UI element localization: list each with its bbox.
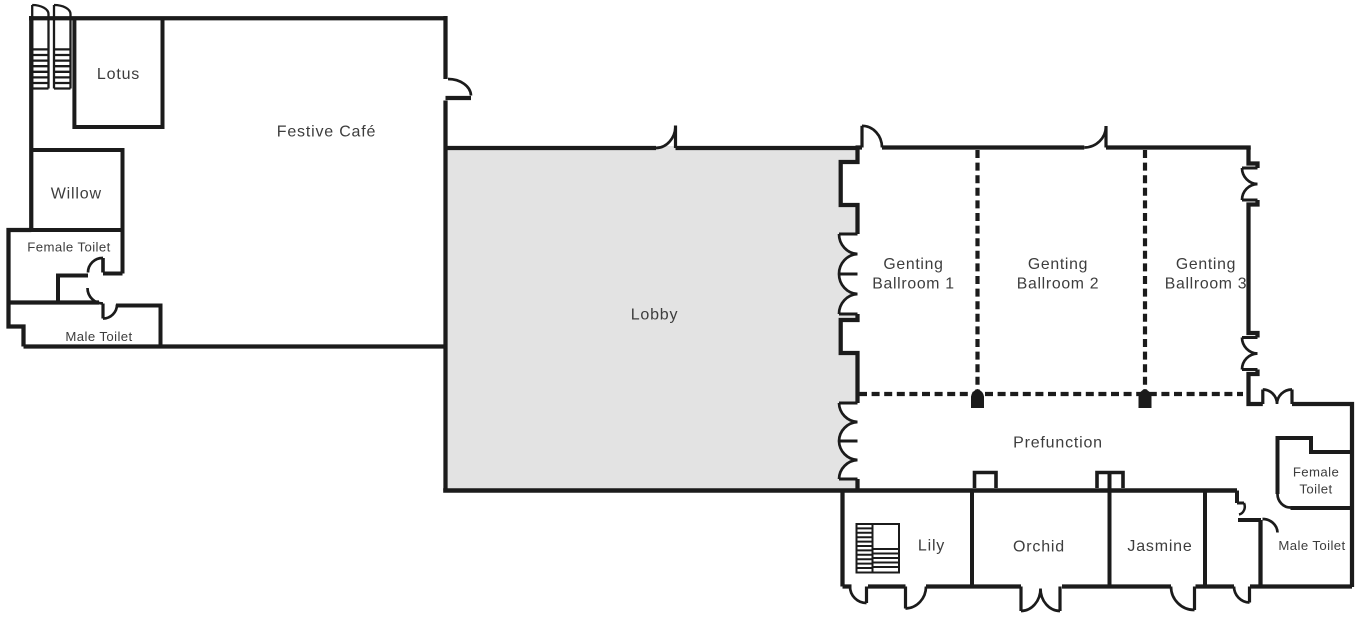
svg-text:Ballroom 2: Ballroom 2 <box>1017 276 1100 293</box>
svg-text:Lotus: Lotus <box>97 66 140 83</box>
svg-text:Female: Female <box>1293 465 1339 480</box>
svg-text:Genting: Genting <box>1028 256 1088 273</box>
svg-text:Genting: Genting <box>1176 256 1236 273</box>
svg-text:Jasmine: Jasmine <box>1127 538 1192 555</box>
svg-text:Festive Café: Festive Café <box>277 124 376 141</box>
svg-text:Lily: Lily <box>918 538 945 555</box>
svg-text:Male Toilet: Male Toilet <box>1278 538 1345 553</box>
svg-text:Ballroom 1: Ballroom 1 <box>872 276 955 293</box>
svg-text:Willow: Willow <box>51 186 102 203</box>
svg-text:Genting: Genting <box>883 256 943 273</box>
svg-text:Toilet: Toilet <box>1299 482 1332 497</box>
svg-text:Prefunction: Prefunction <box>1013 435 1103 452</box>
svg-text:Ballroom 3: Ballroom 3 <box>1165 276 1248 293</box>
svg-text:Male Toilet: Male Toilet <box>65 329 132 344</box>
svg-text:Female Toilet: Female Toilet <box>27 240 110 255</box>
svg-text:Orchid: Orchid <box>1013 539 1065 556</box>
svg-text:Lobby: Lobby <box>631 307 679 324</box>
